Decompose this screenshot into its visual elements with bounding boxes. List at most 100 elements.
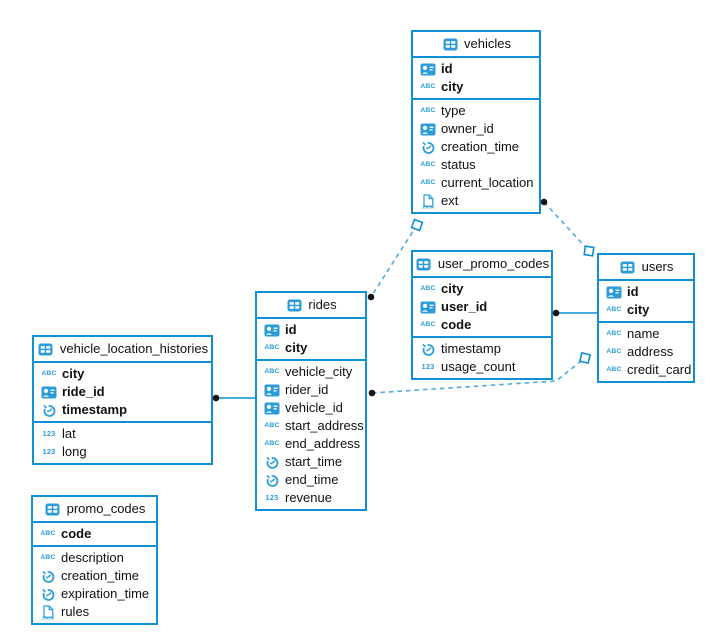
svg-text:JSON: JSON: [422, 204, 435, 208]
string-icon: ABC: [41, 370, 57, 377]
table-header: vehicles: [413, 32, 539, 58]
field-label: creation_time: [441, 139, 520, 154]
id-icon: [419, 301, 437, 314]
field-city: ABC city: [413, 78, 539, 96]
table-header: user_promo_codes: [413, 252, 551, 278]
field-label: vehicle_id: [285, 400, 343, 415]
field-timestamp: timestamp: [413, 340, 551, 358]
field-label: description: [61, 550, 124, 565]
id-icon: [419, 123, 437, 136]
field-label: ride_id: [62, 384, 105, 399]
field-city: ABC city: [34, 365, 211, 383]
table-name: users: [641, 259, 674, 274]
id-icon: [605, 286, 623, 299]
field-label: city: [441, 79, 464, 94]
table-header: rides: [257, 293, 365, 319]
field-rider_id: rider_id: [257, 381, 365, 399]
string-icon: ABC: [420, 83, 436, 90]
table-header: users: [599, 255, 693, 281]
clock-icon: [419, 140, 437, 154]
field-label: expiration_time: [61, 586, 150, 601]
string-icon: ABC: [264, 368, 280, 375]
string-icon: ABC: [420, 161, 436, 168]
field-label: code: [441, 317, 472, 332]
field-vehicle_city: ABC vehicle_city: [257, 363, 365, 381]
table-icon: [619, 261, 637, 274]
field-id: id: [599, 283, 693, 301]
string-icon: ABC: [606, 330, 622, 337]
clock-icon: [419, 342, 437, 356]
field-id: id: [257, 321, 365, 339]
clock-icon: [39, 569, 57, 583]
number-icon: 123: [421, 362, 435, 371]
connector-square: [410, 218, 424, 232]
connector-square: [578, 351, 592, 365]
field-timestamp: timestamp: [34, 401, 211, 419]
table-name: rides: [308, 297, 337, 312]
connector-dot: [552, 309, 560, 317]
field-label: user_id: [441, 299, 488, 314]
string-icon: ABC: [420, 107, 436, 114]
table-icon: [37, 343, 55, 356]
field-description: ABC description: [33, 549, 156, 567]
field-creation_time: creation_time: [33, 567, 156, 585]
connector-dot: [540, 198, 548, 206]
clock-icon: [39, 587, 57, 601]
field-label: city: [627, 302, 650, 317]
field-label: start_address: [285, 418, 364, 433]
field-label: vehicle_city: [285, 364, 353, 379]
field-label: id: [285, 322, 297, 337]
field-owner_id: owner_id: [413, 120, 539, 138]
clock-icon: [263, 473, 281, 487]
connector-dot: [212, 394, 220, 402]
field-id: id: [413, 60, 539, 78]
field-label: lat: [62, 426, 76, 441]
string-icon: ABC: [264, 344, 280, 351]
field-label: address: [627, 344, 674, 359]
string-icon: ABC: [264, 422, 280, 429]
table-name: vehicle_location_histories: [59, 341, 209, 356]
id-icon: [263, 384, 281, 397]
field-user_id: user_id: [413, 298, 551, 316]
field-label: city: [62, 366, 85, 381]
table-icon: [441, 38, 459, 51]
connector-dot: [367, 293, 375, 301]
json-icon: JSON: [39, 604, 57, 620]
field-ride_id: ride_id: [34, 383, 211, 401]
field-label: credit_card: [627, 362, 692, 377]
string-icon: ABC: [40, 554, 56, 561]
connector-square: [583, 245, 595, 257]
id-icon: [419, 63, 437, 76]
field-creation_time: creation_time: [413, 138, 539, 156]
field-label: id: [627, 284, 639, 299]
field-label: city: [441, 281, 464, 296]
table-header: promo_codes: [33, 497, 156, 523]
table-icon: [44, 503, 62, 516]
